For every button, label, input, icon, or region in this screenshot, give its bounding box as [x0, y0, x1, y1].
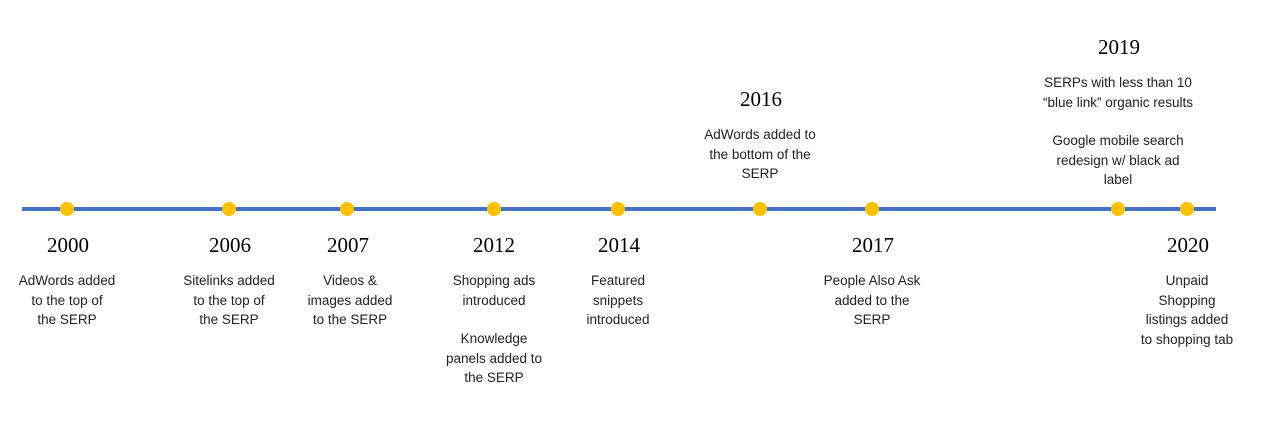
event-2000-description: AdWords added to the top of the SERP [7, 271, 127, 330]
year-2017: 2017 [852, 233, 894, 257]
event-2007-text-1: Videos & images added to the SERP [307, 273, 393, 327]
event-2017-description: People Also Ask added to the SERP [807, 271, 937, 330]
event-2019-text-1: SERPs with less than 10 “blue link” orga… [1042, 75, 1194, 110]
event-2006-text-1: Sitelinks added to the top of the SERP [183, 273, 275, 327]
dot-2019 [1111, 202, 1125, 216]
dot-2017 [865, 202, 879, 216]
event-2007-description: Videos & images added to the SERP [295, 271, 405, 330]
year-2012: 2012 [473, 233, 515, 257]
event-2019-text-2: Google mobile search redesign w/ black a… [1052, 133, 1184, 187]
dot-2007 [340, 202, 354, 216]
event-2017-text-1: People Also Ask added to the SERP [823, 273, 921, 327]
year-2019: 2019 [1098, 35, 1140, 59]
dot-2014 [611, 202, 625, 216]
dot-2012 [487, 202, 501, 216]
dot-2020 [1180, 202, 1194, 216]
event-2006-description: Sitelinks added to the top of the SERP [169, 271, 289, 330]
event-2014-text-1: Featured snippets introduced [586, 273, 650, 327]
event-2014-description: Featured snippets introduced [568, 271, 668, 330]
event-2016-text-1: AdWords added to the bottom of the SERP [704, 127, 816, 181]
event-2012-text-2: Knowledge panels added to the SERP [445, 331, 543, 385]
year-2020: 2020 [1167, 233, 1209, 257]
year-2006: 2006 [209, 233, 251, 257]
dot-2006 [222, 202, 236, 216]
year-2014: 2014 [598, 233, 640, 257]
year-2016: 2016 [740, 87, 782, 111]
event-2020-description: Unpaid Shopping listings added to shoppi… [1127, 271, 1247, 349]
year-2000: 2000 [47, 233, 89, 257]
event-2019-description: SERPs with less than 10 “blue link” orga… [1026, 73, 1211, 190]
year-2007: 2007 [327, 233, 369, 257]
dot-2016 [753, 202, 767, 216]
event-2000-text-1: AdWords added to the top of the SERP [18, 273, 116, 327]
dot-2000 [60, 202, 74, 216]
event-2012-text-1: Shopping ads introduced [452, 273, 536, 308]
event-2016-description: AdWords added to the bottom of the SERP [690, 125, 830, 184]
event-2012-description: Shopping ads introduced Knowledge panels… [429, 271, 559, 388]
event-2020-text-1: Unpaid Shopping listings added to shoppi… [1140, 273, 1234, 347]
